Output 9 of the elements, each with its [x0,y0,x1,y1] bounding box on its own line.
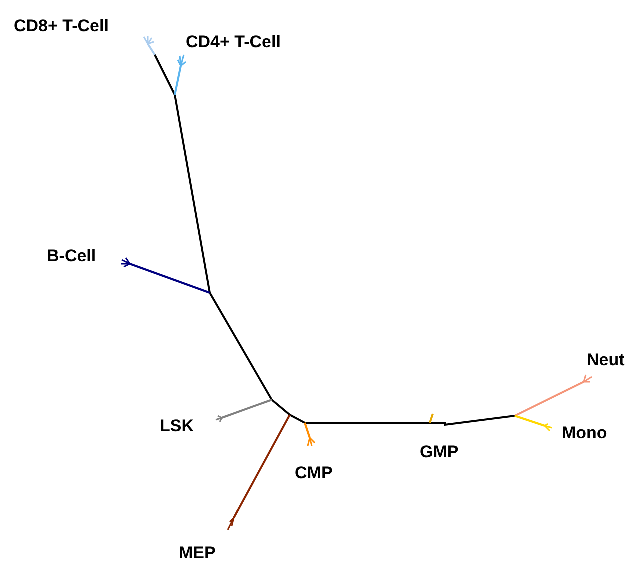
cell-type-label: MEP [179,544,216,562]
cell-type-label: Neut [587,352,625,368]
cell-type-label: GMP [420,444,459,460]
cell-type-label: CD4+ T-Cell [186,34,281,50]
cell-type-label: CD8+ T-Cell [14,18,109,34]
cell-type-label: LSK [160,418,194,434]
cell-type-label: CMP [295,464,333,482]
cell-type-label: Mono [562,424,608,442]
cell-type-label: B-Cell [47,248,96,264]
